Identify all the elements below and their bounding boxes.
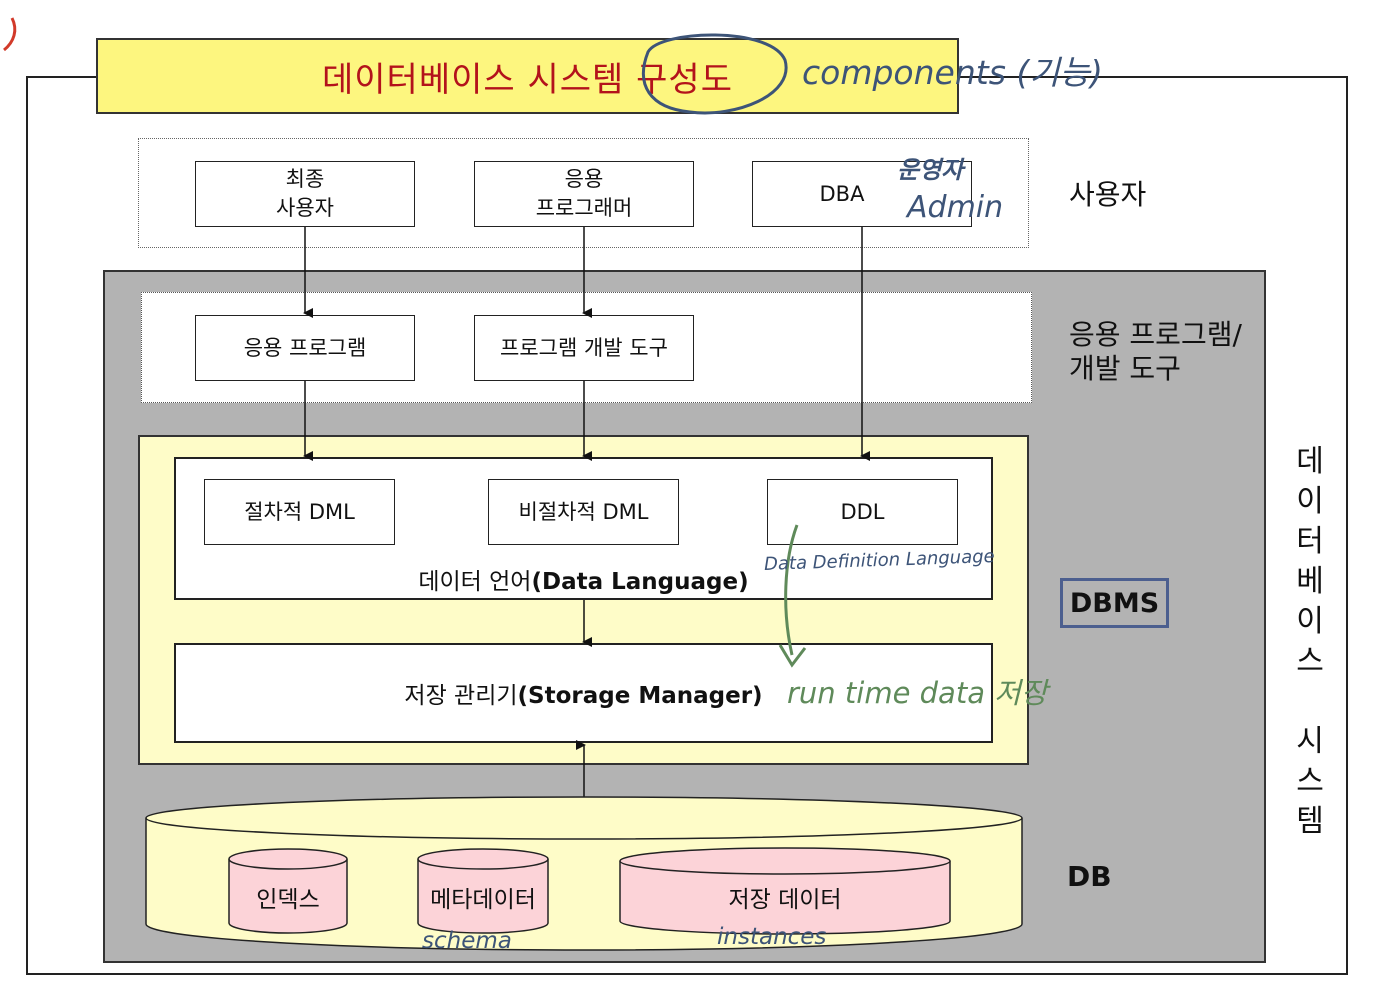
title-banner: 데이터베이스 시스템 구성도: [96, 38, 959, 114]
note-components: components (기능): [802, 53, 1103, 92]
note-instances: instances: [717, 924, 827, 950]
app-programmer-line2: 프로그래머: [535, 196, 633, 220]
database-system-vertical-label: 데 이 터 베 이 스 시 스 템: [1288, 442, 1332, 842]
storage-manager-en: (Storage Manager): [517, 683, 763, 709]
app-programmer-box: 응용 프로그래머: [474, 161, 694, 227]
dba-label: DBA: [819, 181, 865, 206]
dbms-badge: DBMS: [1060, 578, 1169, 628]
ddl-box: DDL: [767, 479, 958, 545]
storage-manager-box: 저장 관리기(Storage Manager): [174, 643, 993, 743]
note-schema: schema: [422, 928, 512, 954]
vertical-char: 이: [1296, 484, 1324, 519]
metadata-label: 메타데이터: [430, 887, 536, 913]
dev-tool-label: 프로그램 개발 도구: [500, 335, 668, 360]
app-program-label: 응용 프로그램: [243, 335, 367, 360]
note-admin: Admin: [907, 190, 1004, 225]
vertical-char: 스: [1296, 644, 1324, 679]
end-user-line2: 사용자: [276, 196, 334, 220]
vertical-char: 베: [1296, 564, 1324, 599]
data-language-ko: 데이터 언어: [418, 569, 532, 595]
diagram-title: 데이터베이스 시스템 구성도: [322, 59, 733, 100]
index-label: 인덱스: [256, 887, 320, 913]
ddl-curved-arrow: [784, 524, 799, 656]
vertical-char: 스: [1296, 764, 1324, 799]
note-runtime: run time data 저장: [787, 676, 1048, 710]
metadata-cylinder: [417, 848, 549, 934]
ddl-label: DDL: [840, 499, 885, 524]
data-language-label: 데이터 언어(Data Language): [174, 562, 993, 596]
vertical-char: 데: [1296, 444, 1324, 479]
stored-data-label: 저장 데이터: [728, 887, 842, 913]
title-underline-circle: [642, 33, 788, 115]
nonprocedural-dml-label: 비절차적 DML: [518, 499, 649, 524]
note-operator: 운영자: [897, 156, 964, 184]
apps-side-label: 응용 프로그램/ 개발 도구: [1069, 318, 1242, 386]
storage-manager-label: 저장 관리기(Storage Manager): [404, 676, 762, 710]
users-side-label: 사용자: [1069, 178, 1147, 211]
vertical-char: 템: [1296, 804, 1324, 839]
index-cylinder: [228, 848, 348, 934]
db-side-label: DB: [1067, 860, 1112, 893]
ddl-arrow-head: [778, 644, 807, 668]
vertical-char: 터: [1296, 524, 1324, 559]
data-language-en: (Data Language): [531, 569, 749, 595]
app-programmer-line1: 응용: [564, 167, 604, 191]
storage-manager-ko: 저장 관리기: [404, 683, 518, 709]
end-user-box: 최종 사용자: [195, 161, 415, 227]
vertical-char: 시: [1296, 724, 1324, 759]
app-program-box: 응용 프로그램: [195, 315, 415, 381]
apps-side-label-line2: 개발 도구: [1069, 352, 1181, 385]
nonprocedural-dml-box: 비절차적 DML: [488, 479, 679, 545]
procedural-dml-box: 절차적 DML: [204, 479, 395, 545]
vertical-char: 이: [1296, 604, 1324, 639]
stored-data-cylinder: [619, 847, 951, 935]
end-user-line1: 최종: [285, 167, 325, 191]
dba-box: DBA: [752, 161, 972, 227]
procedural-dml-label: 절차적 DML: [244, 499, 355, 524]
apps-side-label-line1: 응용 프로그램/: [1069, 318, 1242, 351]
corner-mark: [3, 17, 17, 52]
